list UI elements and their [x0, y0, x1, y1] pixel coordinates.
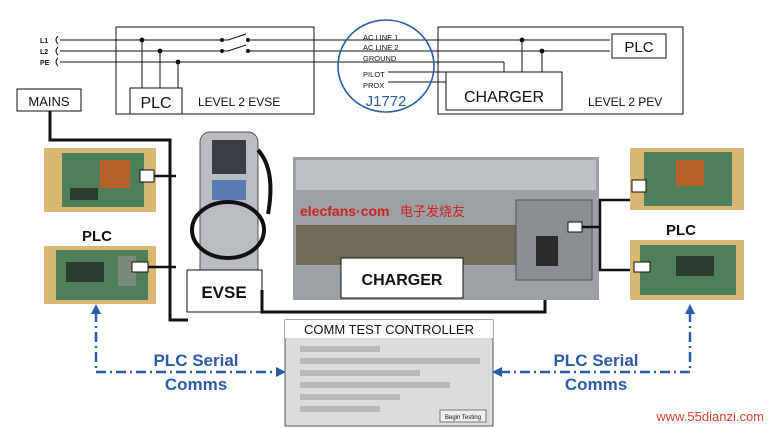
- serial-left-arrow-right: [276, 367, 286, 377]
- mains-box: [16, 88, 82, 112]
- plc-left-label: PLC: [82, 228, 112, 245]
- circle-line-1: AC LINE 1: [363, 33, 398, 42]
- right-plc-board-bottom: [630, 240, 744, 300]
- j1772-label: J1772: [366, 93, 407, 110]
- line-label-l2: L2: [40, 49, 48, 56]
- charger-label-box: [340, 257, 464, 299]
- junction-dots: [139, 37, 545, 65]
- pev-plc-box: [611, 33, 667, 59]
- serial-right-line1: PLC Serial: [553, 351, 638, 370]
- evse-box: [115, 26, 315, 115]
- evse-to-charger-cable: [260, 290, 547, 314]
- watermark-text: www.55dianzi.com: [655, 409, 764, 424]
- pev-level-label: LEVEL 2 PEV: [588, 95, 662, 109]
- pev-charger-box: [445, 71, 563, 111]
- left-plc-board-bottom: [44, 246, 156, 304]
- charger-photo: [293, 157, 599, 300]
- plc-right-label-bg: [654, 218, 708, 238]
- begin-testing-button[interactable]: Begin Testing: [445, 415, 481, 421]
- j1772-circle: [337, 19, 435, 113]
- line-label-pe: PE: [40, 60, 50, 67]
- evse-unit: [190, 131, 273, 313]
- circle-line-4: PILOT: [363, 70, 385, 79]
- evse-label-box: [186, 269, 263, 313]
- circle-line-3: GROUND: [363, 54, 397, 63]
- mains-label: MAINS: [28, 94, 70, 109]
- charger-label: CHARGER: [362, 272, 443, 289]
- charger-to-plc-top-cable: [582, 198, 632, 229]
- serial-right-arrow-left: [492, 367, 502, 377]
- charger-to-plc-bottom-cable: [598, 227, 634, 272]
- circle-line-5: PROX: [363, 81, 384, 90]
- comm-test-controller-window: [284, 319, 494, 427]
- brand-text-cn: 电子发烧友: [400, 204, 465, 220]
- plc-left-label-bg: [70, 224, 124, 244]
- serial-left-line2: Comms: [165, 375, 227, 394]
- pev-box: [437, 26, 684, 115]
- circle-line-2: AC LINE 2: [363, 43, 398, 52]
- line-label-l1: L1: [40, 38, 48, 45]
- serial-left-arrow-up: [91, 304, 101, 314]
- evse-plc-box: [129, 87, 183, 115]
- right-plc-board-top: [630, 148, 744, 210]
- mains-cable: [48, 110, 188, 322]
- plc-right-label: PLC: [666, 222, 696, 239]
- terminal-symbols: [55, 35, 59, 67]
- charger-wires: [388, 40, 543, 83]
- evse-label: EVSE: [201, 283, 246, 302]
- comm-title: COMM TEST CONTROLLER: [304, 322, 474, 337]
- evse-plc-label: PLC: [140, 95, 171, 112]
- serial-left-line1: PLC Serial: [153, 351, 238, 370]
- serial-links: [94, 312, 692, 374]
- serial-right-line2: Comms: [565, 375, 627, 394]
- left-plc-board-top: [44, 148, 156, 212]
- evse-level-label: LEVEL 2 EVSE: [198, 95, 280, 109]
- serial-right-arrow-up: [685, 304, 695, 314]
- pev-plc-label: PLC: [624, 39, 653, 56]
- pev-charger-label: CHARGER: [464, 89, 544, 106]
- brand-text: elecfans·com: [300, 203, 389, 219]
